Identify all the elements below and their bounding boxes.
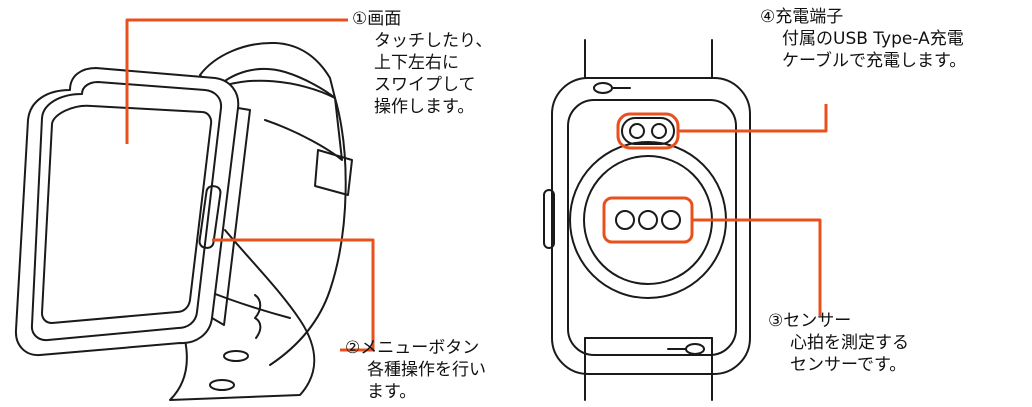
sensor-callout: ③センサー 心拍を測定する センサーです。 (768, 310, 909, 376)
charging-port-shape (621, 117, 675, 145)
sensor-title: ③センサー (768, 311, 852, 331)
charging-port-desc-2: ケーブルで充電します。 (782, 51, 967, 71)
screen-callout-line (125, 18, 348, 144)
back-strap-top (584, 39, 713, 79)
sensor-highlight (602, 196, 694, 244)
menu-button-shape (198, 185, 222, 249)
strap-top (199, 41, 336, 99)
back-case-outer (551, 77, 751, 375)
screen-desc-2: 上下左右に (374, 53, 459, 73)
screen-desc-3: スワイプして (374, 75, 476, 95)
strap-pin (254, 294, 262, 339)
strap-keeper (314, 149, 353, 196)
sensor-callout-line (692, 218, 822, 316)
watch-case-side (211, 107, 251, 326)
charging-port-title: ④充電端子 (760, 7, 844, 27)
charging-port-callout: ④充電端子 付属のUSB Type-A充電 ケーブルで充電します。 (760, 6, 966, 72)
strap-hole (223, 350, 249, 362)
sensor-desc-1: 心拍を測定する (790, 333, 909, 353)
back-side-button (543, 189, 555, 249)
menu-button-title: ②メニューボタン (345, 338, 480, 358)
charging-port-callout-line (678, 104, 828, 133)
watch-screen (41, 104, 213, 324)
charging-port-desc-1: 付属のUSB Type-A充電 (782, 29, 964, 49)
strap-hole (209, 379, 235, 391)
back-strap-bottom-slot (685, 343, 705, 355)
menu-button-desc-1: 各種操作を行い (367, 360, 486, 380)
back-case-inner (567, 99, 737, 356)
screen-callout: ①画面 タッチしたり、 上下左右に スワイプして 操作します。 (352, 8, 492, 118)
screen-desc-1: タッチしたり、 (374, 31, 493, 51)
menu-button-desc-2: ます。 (367, 382, 417, 402)
screen-title: ①画面 (352, 9, 402, 29)
back-strap-top-slot (593, 82, 613, 94)
watch-bezel (30, 81, 223, 342)
strap-bottom-inner (204, 289, 291, 319)
strap-bottom (169, 229, 316, 401)
menu-button-callout-line (212, 238, 375, 352)
watch-case-outer (14, 67, 240, 357)
strap-right (269, 97, 347, 366)
screen-desc-4: 操作します。 (374, 97, 475, 117)
menu-button-callout: ②メニューボタン 各種操作を行い ます。 (345, 337, 486, 403)
sensor-desc-2: センサーです。 (790, 355, 907, 375)
